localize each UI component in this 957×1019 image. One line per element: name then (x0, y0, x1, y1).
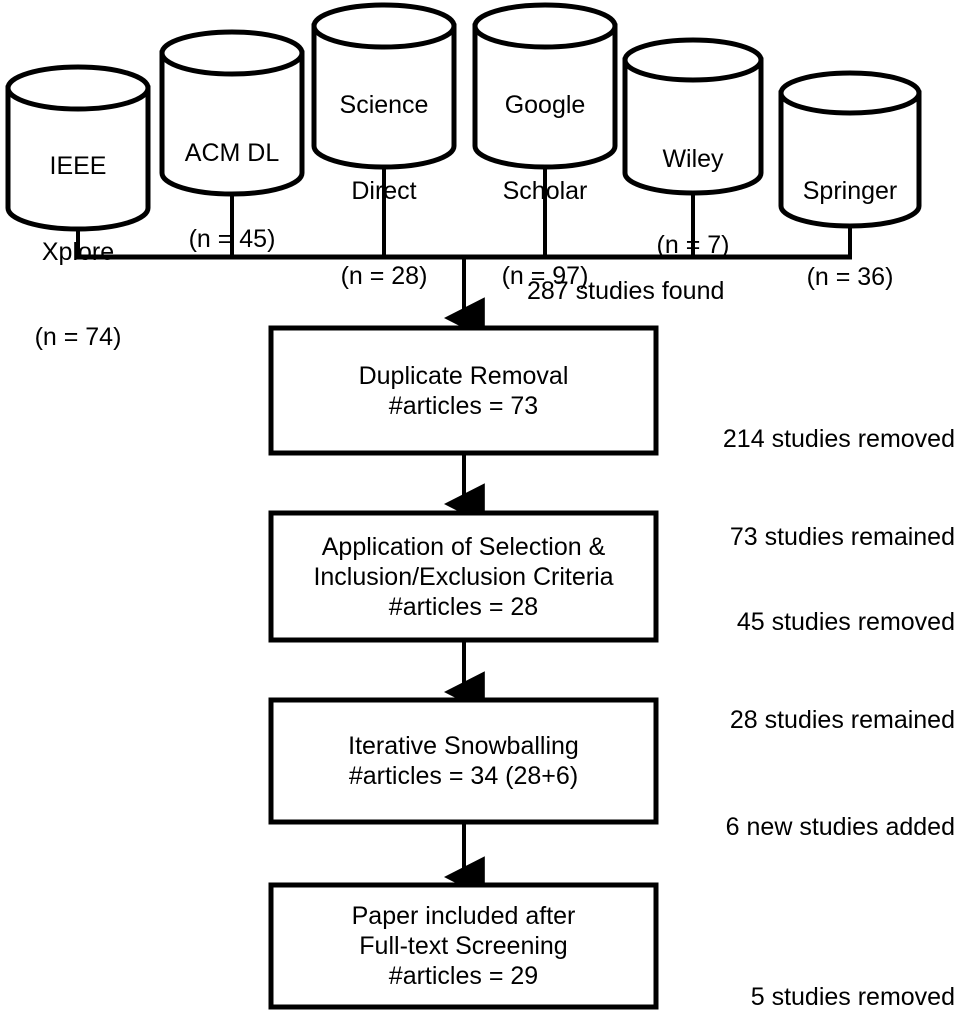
box-text-line: #articles = 34 (28+6) (348, 762, 579, 790)
db-label-line: Xplore (41, 237, 115, 266)
side-note-line: 73 studies remained (729, 522, 955, 551)
database-cylinder-google-scholar (472, 2, 618, 170)
box-text-line: #articles = 28 (388, 592, 539, 621)
db-label-line: (n = 28) (340, 262, 428, 290)
db-label-line: Springer (802, 177, 898, 205)
process-box-selection-criteria (268, 510, 659, 643)
process-box-full-text-screening (268, 882, 659, 1010)
box-text-full-text-screening: Paper included after Full-text Screening… (271, 885, 656, 1007)
db-label-ieee-xplore: IEEE Xplore (n = 74) (8, 95, 148, 409)
side-note-duplicate-removal: 214 studies removed 73 studies remained (635, 358, 955, 618)
db-label-line: Wiley (662, 145, 724, 173)
db-label-line: (n = 74) (34, 323, 122, 351)
side-note-line: 28 studies remained (729, 705, 955, 734)
side-note-selection-criteria: 45 studies removed 28 studies remained (635, 541, 955, 801)
box-text-iterative-snowballing: Iterative Snowballing #articles = 34 (28… (271, 700, 656, 822)
db-label-line: (n = 36) (806, 262, 894, 291)
process-box-duplicate-removal (268, 325, 659, 456)
db-label-line: Direct (351, 176, 417, 205)
box-text-line: #articles = 73 (388, 391, 539, 420)
database-cylinder-ieee-xplore (5, 64, 151, 232)
db-label-line: ACM DL (184, 139, 280, 167)
db-label-line: (n = 97) (501, 262, 589, 290)
box-text-selection-criteria: Application of Selection & Inclusion/Exc… (271, 513, 656, 640)
box-text-line: Full-text Screening (359, 932, 568, 960)
box-text-line: Inclusion/Exclusion Criteria (313, 562, 614, 591)
db-label-springer: Springer (n = 36) (781, 120, 919, 348)
db-label-google-scholar: Google Scholar (n = 97) (475, 34, 615, 348)
db-label-line: Science (339, 91, 429, 119)
source-connector-lines (76, 167, 852, 257)
db-label-science-direct: Science Direct (n = 28) (314, 34, 454, 348)
db-label-line: IEEE (49, 152, 107, 180)
db-label-line: (n = 7) (656, 230, 730, 259)
side-note-line: 45 studies removed (736, 608, 955, 636)
total-studies-found-caption: 287 studies found (527, 277, 725, 305)
side-note-line: 6 new studies added (725, 813, 955, 841)
side-note-line: 5 studies removed (750, 983, 955, 1011)
db-label-acm-dl: ACM DL (n = 45) (162, 82, 302, 310)
db-label-wiley: Wiley (n = 7) (625, 88, 761, 316)
box-text-line: Iterative Snowballing (348, 732, 579, 760)
box-text-line: Paper included after (351, 902, 576, 930)
box-text-duplicate-removal: Duplicate Removal #articles = 73 (271, 328, 656, 453)
box-text-line: Duplicate Removal (358, 361, 569, 390)
side-note-full-text-screening: 5 studies removed 29 studies remained (635, 916, 955, 1019)
database-cylinder-acm-dl (159, 29, 305, 197)
db-label-line: Google (504, 91, 586, 119)
db-label-line: Scholar (502, 176, 588, 205)
side-note-line: 214 studies removed (722, 425, 955, 453)
process-box-iterative-snowballing (268, 697, 659, 825)
side-note-iterative-snowballing: 6 new studies added (635, 746, 955, 909)
database-cylinder-wiley (622, 37, 764, 196)
box-text-line: #articles = 29 (388, 962, 539, 990)
database-cylinder-science-direct (311, 2, 457, 170)
db-label-line: (n = 45) (188, 224, 276, 253)
database-cylinder-springer (778, 70, 922, 229)
box-text-line: Application of Selection & (321, 532, 606, 561)
